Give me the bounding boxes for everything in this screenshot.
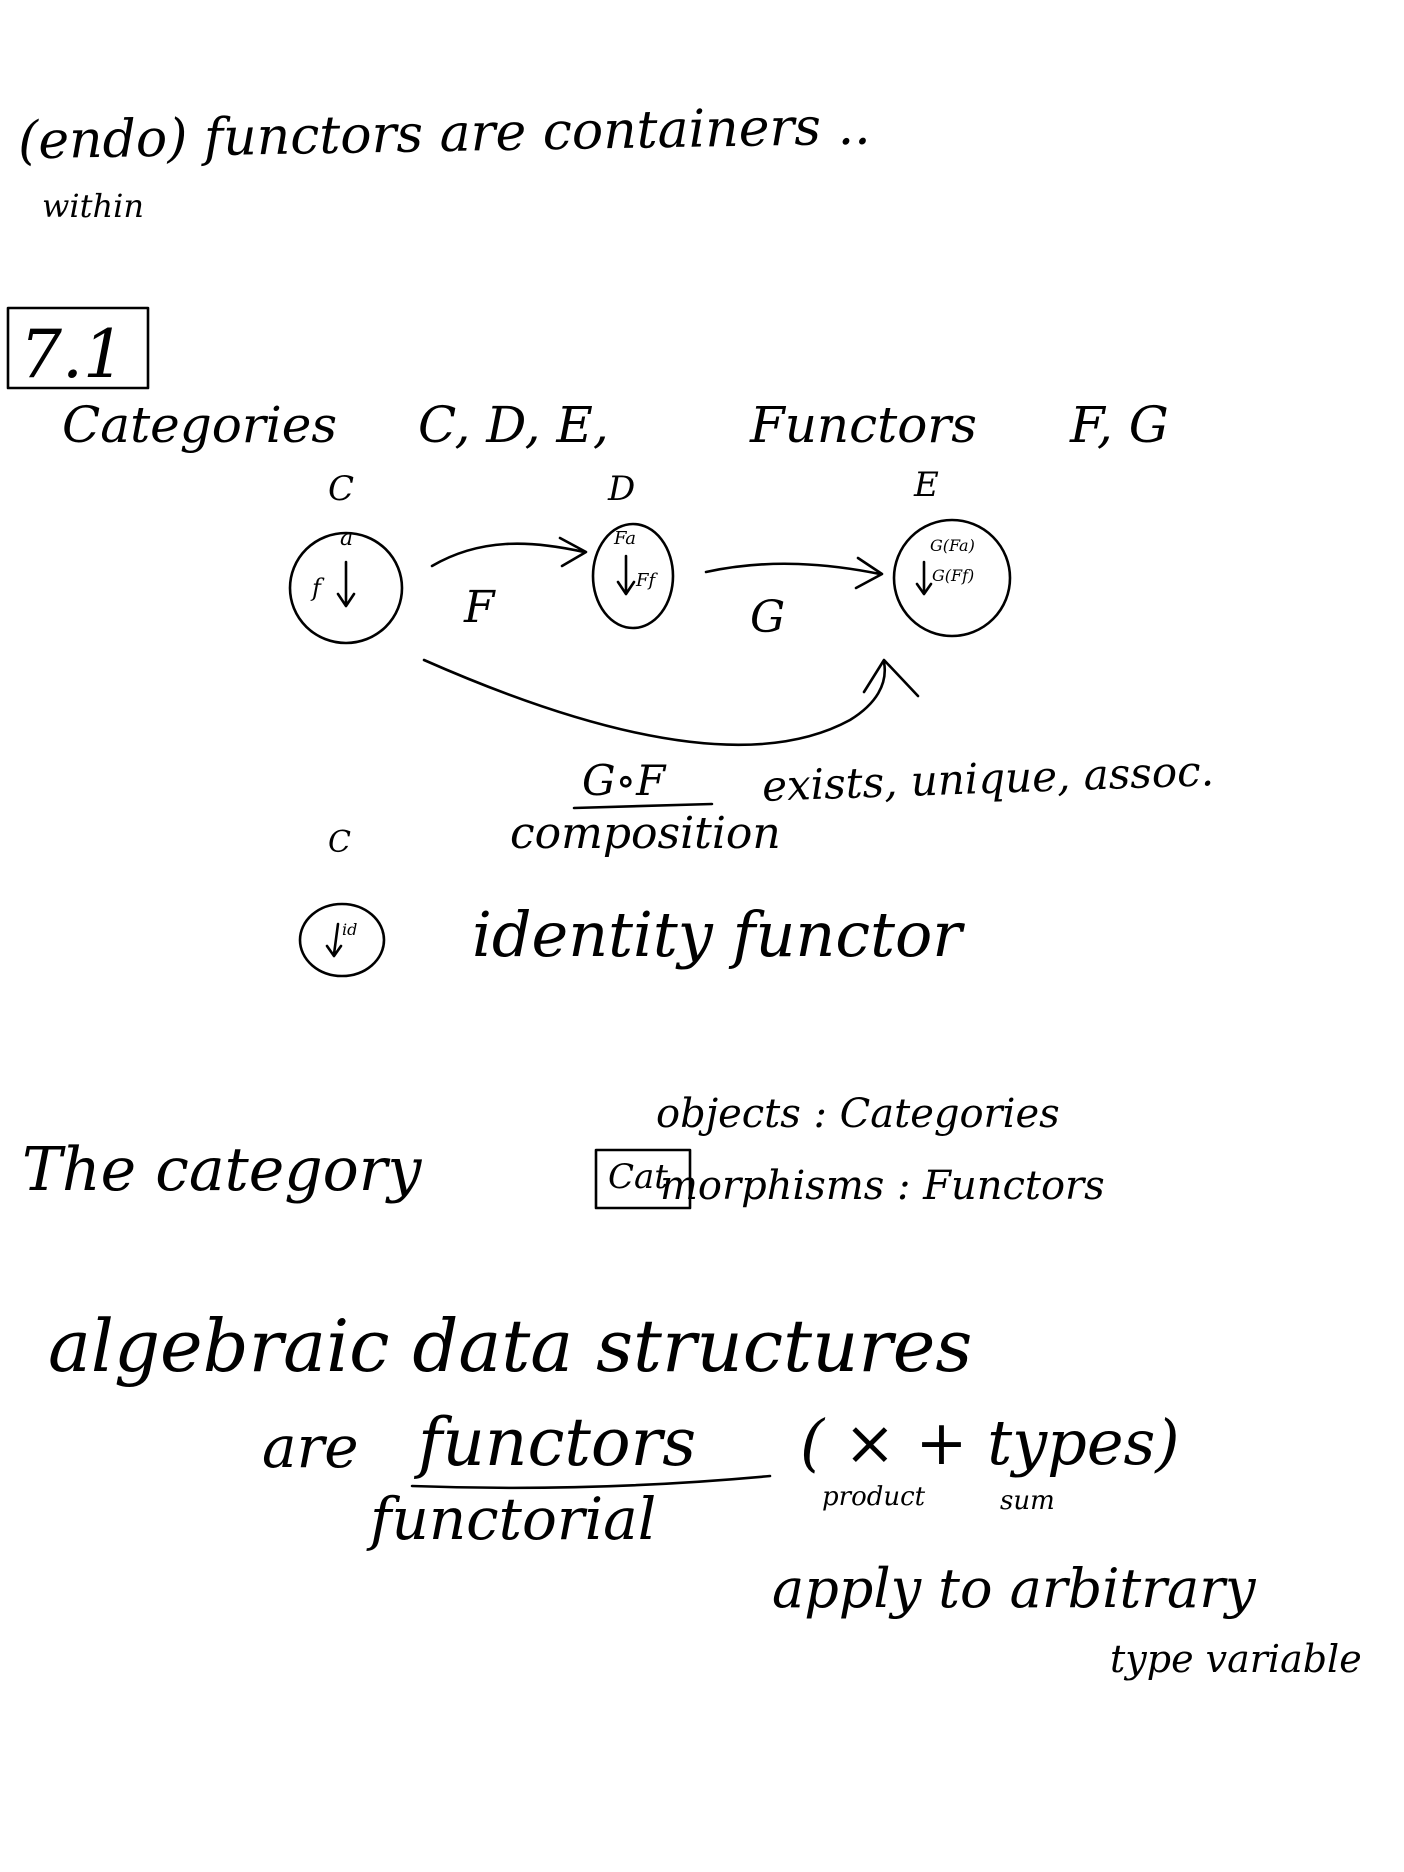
algebraic-types: ( × + types) bbox=[800, 1406, 1180, 1479]
category-e-circle bbox=[892, 518, 1012, 638]
d-morphism-arrow bbox=[616, 554, 636, 596]
composition-label: composition bbox=[510, 808, 781, 859]
functor-f-label: F bbox=[464, 582, 495, 633]
algebraic-are: are bbox=[262, 1413, 359, 1481]
categories-list: C, D, E, bbox=[418, 396, 609, 454]
functors-list: F, G bbox=[1070, 396, 1169, 454]
categories-label: Categories bbox=[62, 396, 337, 454]
identity-arrow bbox=[325, 922, 343, 958]
functors-underline bbox=[410, 1474, 772, 1490]
category-c-label: C bbox=[328, 469, 355, 509]
category-d-label: D bbox=[608, 469, 636, 509]
category-e-label: E bbox=[914, 465, 939, 505]
algebraic-line: algebraic data structures bbox=[48, 1304, 973, 1388]
cat-box bbox=[594, 1148, 692, 1210]
algebraic-functorial: functorial bbox=[370, 1485, 657, 1553]
e-object-label: G(Fa) bbox=[930, 536, 975, 555]
functor-g-label: G bbox=[750, 592, 786, 643]
section-number: 7.1 bbox=[20, 316, 125, 393]
c-object-label: a bbox=[340, 526, 354, 551]
category-c-circle bbox=[288, 531, 404, 645]
product-label: product bbox=[822, 1482, 926, 1512]
d-object-label: Fa bbox=[614, 528, 636, 549]
algebraic-functors: functors bbox=[418, 1404, 697, 1481]
identity-inner-label: id bbox=[342, 920, 358, 939]
cat-objects-line: objects : Categories bbox=[656, 1091, 1060, 1137]
d-morphism-label: Ff bbox=[636, 570, 656, 591]
category-d-circle bbox=[591, 522, 675, 630]
identity-functor-label: identity functor bbox=[472, 898, 962, 971]
e-morphism-arrow bbox=[915, 560, 933, 596]
composition-expr: G∘F bbox=[582, 756, 666, 805]
cat-boxed-label: Cat bbox=[608, 1157, 668, 1197]
apply-line: apply to arbitrary bbox=[772, 1557, 1256, 1620]
c-morphism-arrow bbox=[336, 560, 356, 608]
functor-g-arrow bbox=[704, 556, 884, 590]
within-note: within bbox=[42, 187, 144, 225]
sum-label: sum bbox=[1000, 1486, 1055, 1516]
composition-arrow bbox=[422, 658, 920, 747]
e-morphism-label: G(Ff) bbox=[932, 566, 975, 585]
section-box bbox=[6, 306, 150, 390]
functors-label: Functors bbox=[750, 396, 977, 454]
composition-underline bbox=[572, 802, 714, 810]
cat-morphisms-line: morphisms : Functors bbox=[660, 1163, 1105, 1209]
functor-f-arrow bbox=[430, 536, 588, 568]
c-morphism-label: f bbox=[312, 574, 321, 602]
identity-circle bbox=[298, 902, 386, 978]
type-variable-line: type variable bbox=[1110, 1637, 1362, 1681]
cat-prefix: The category bbox=[22, 1135, 422, 1205]
identity-cat-label: C bbox=[328, 825, 351, 860]
